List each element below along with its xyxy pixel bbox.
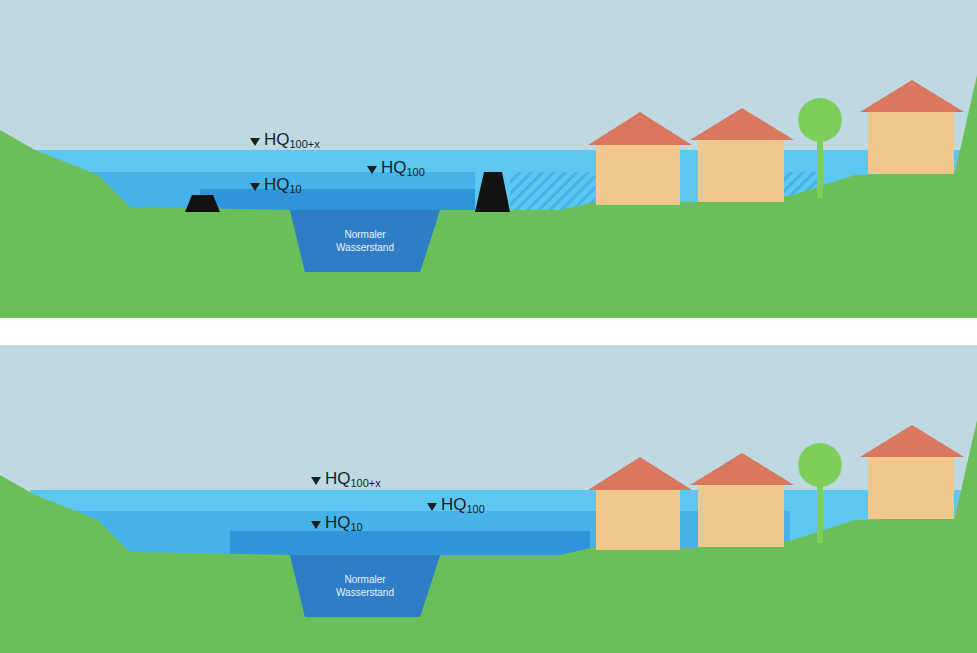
water-level-label: HQ100: [441, 496, 485, 515]
water-level-label: HQ10: [325, 514, 363, 533]
water-level-label: HQ100+x: [264, 131, 320, 150]
river-channel: Normaler Wasserstand: [290, 555, 440, 617]
scenario-panel: HQ100+xHQ100HQ10Normaler Wasserstand: [0, 0, 977, 318]
water-level-label: HQ100: [381, 159, 425, 178]
river-channel: Normaler Wasserstand: [290, 210, 440, 272]
water-level-label: HQ100+x: [325, 470, 381, 489]
scenario-panel: HQ100+xHQ100HQ10Normaler Wasserstand: [0, 345, 977, 653]
channel-label: Normaler Wasserstand: [316, 229, 414, 254]
channel-shape: [290, 210, 440, 272]
cross-section: [0, 0, 977, 318]
channel-label: Normaler Wasserstand: [316, 574, 414, 599]
cross-section: [0, 345, 977, 653]
channel-shape: [290, 555, 440, 617]
water-level-label: HQ10: [264, 176, 302, 195]
